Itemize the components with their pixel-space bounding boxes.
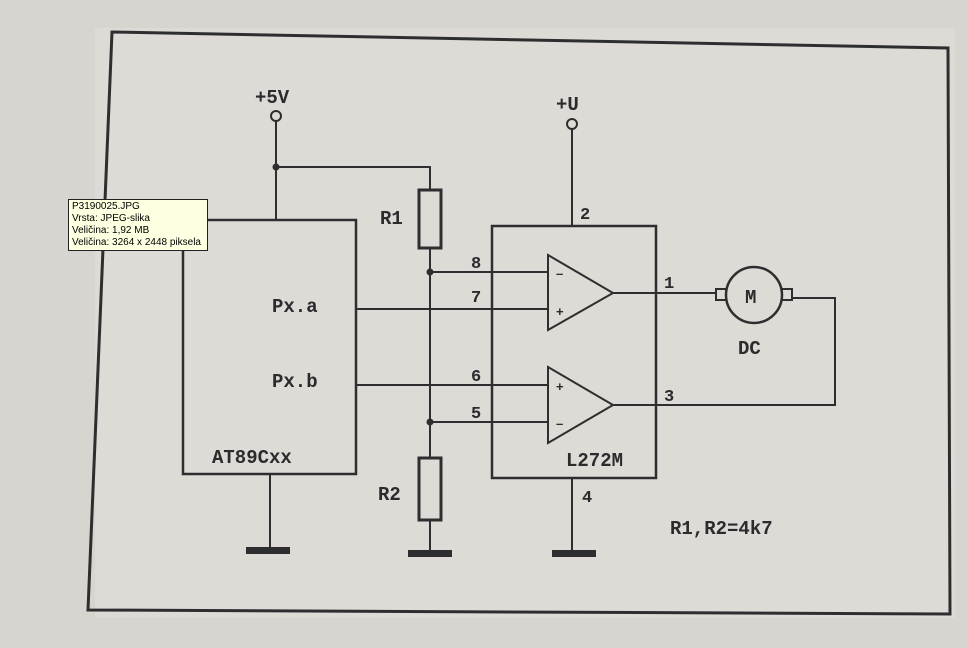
- opamp-bottom: [547, 365, 615, 445]
- opamp-top-inverting: –: [556, 266, 563, 281]
- schematic-frame: [86, 30, 952, 616]
- resistor-r1-label: R1: [380, 208, 403, 230]
- mcu-name: AT89Cxx: [212, 447, 292, 469]
- pin-6-label: 6: [471, 368, 481, 387]
- pin-4-label: 4: [582, 489, 592, 508]
- wire-5v-to-r1: [276, 166, 431, 190]
- driver-name: L272M: [566, 450, 623, 472]
- mcu-port-a-label: Px.a: [272, 296, 318, 318]
- tooltip-dimensions: Veličina: 3264 x 2448 piksela: [72, 237, 201, 248]
- pin-7-label: 7: [471, 289, 481, 308]
- opamp-bottom-inverting: –: [556, 416, 563, 431]
- supply-5v-label: +5V: [255, 87, 290, 109]
- resistor-r2-label: R2: [378, 484, 401, 506]
- motor-label: DC: [738, 338, 761, 360]
- motor-icon: [724, 265, 784, 325]
- ground-mcu: [246, 547, 290, 554]
- opamp-top-noninverting: +: [556, 304, 564, 319]
- mcu-port-b-label: Px.b: [272, 371, 318, 393]
- opamp-bottom-noninverting: +: [556, 379, 564, 394]
- file-info-tooltip: P3190025.JPG Vrsta: JPEG-slika Veličina:…: [68, 199, 208, 251]
- driver-box: [490, 224, 658, 480]
- ground-r2: [408, 550, 452, 557]
- tooltip-filename: P3190025.JPG: [72, 201, 140, 212]
- ground-driver: [552, 550, 596, 557]
- motor-symbol: M: [745, 287, 756, 309]
- pin-8-label: 8: [471, 255, 481, 274]
- pin-3-label: 3: [664, 388, 674, 407]
- tooltip-size: Veličina: 1,92 MB: [72, 225, 150, 236]
- supply-u-label: +U: [556, 94, 579, 116]
- pin-5-label: 5: [471, 405, 481, 424]
- pin-2-label: 2: [580, 206, 590, 225]
- pin-1-label: 1: [664, 275, 674, 294]
- paper-area: [95, 28, 955, 618]
- resistor-value-note: R1,R2=4k7: [670, 518, 773, 540]
- opamp-top: [547, 253, 616, 332]
- wire-out3-to-motor: [613, 297, 836, 406]
- tooltip-type: Vrsta: JPEG-slika: [72, 213, 150, 224]
